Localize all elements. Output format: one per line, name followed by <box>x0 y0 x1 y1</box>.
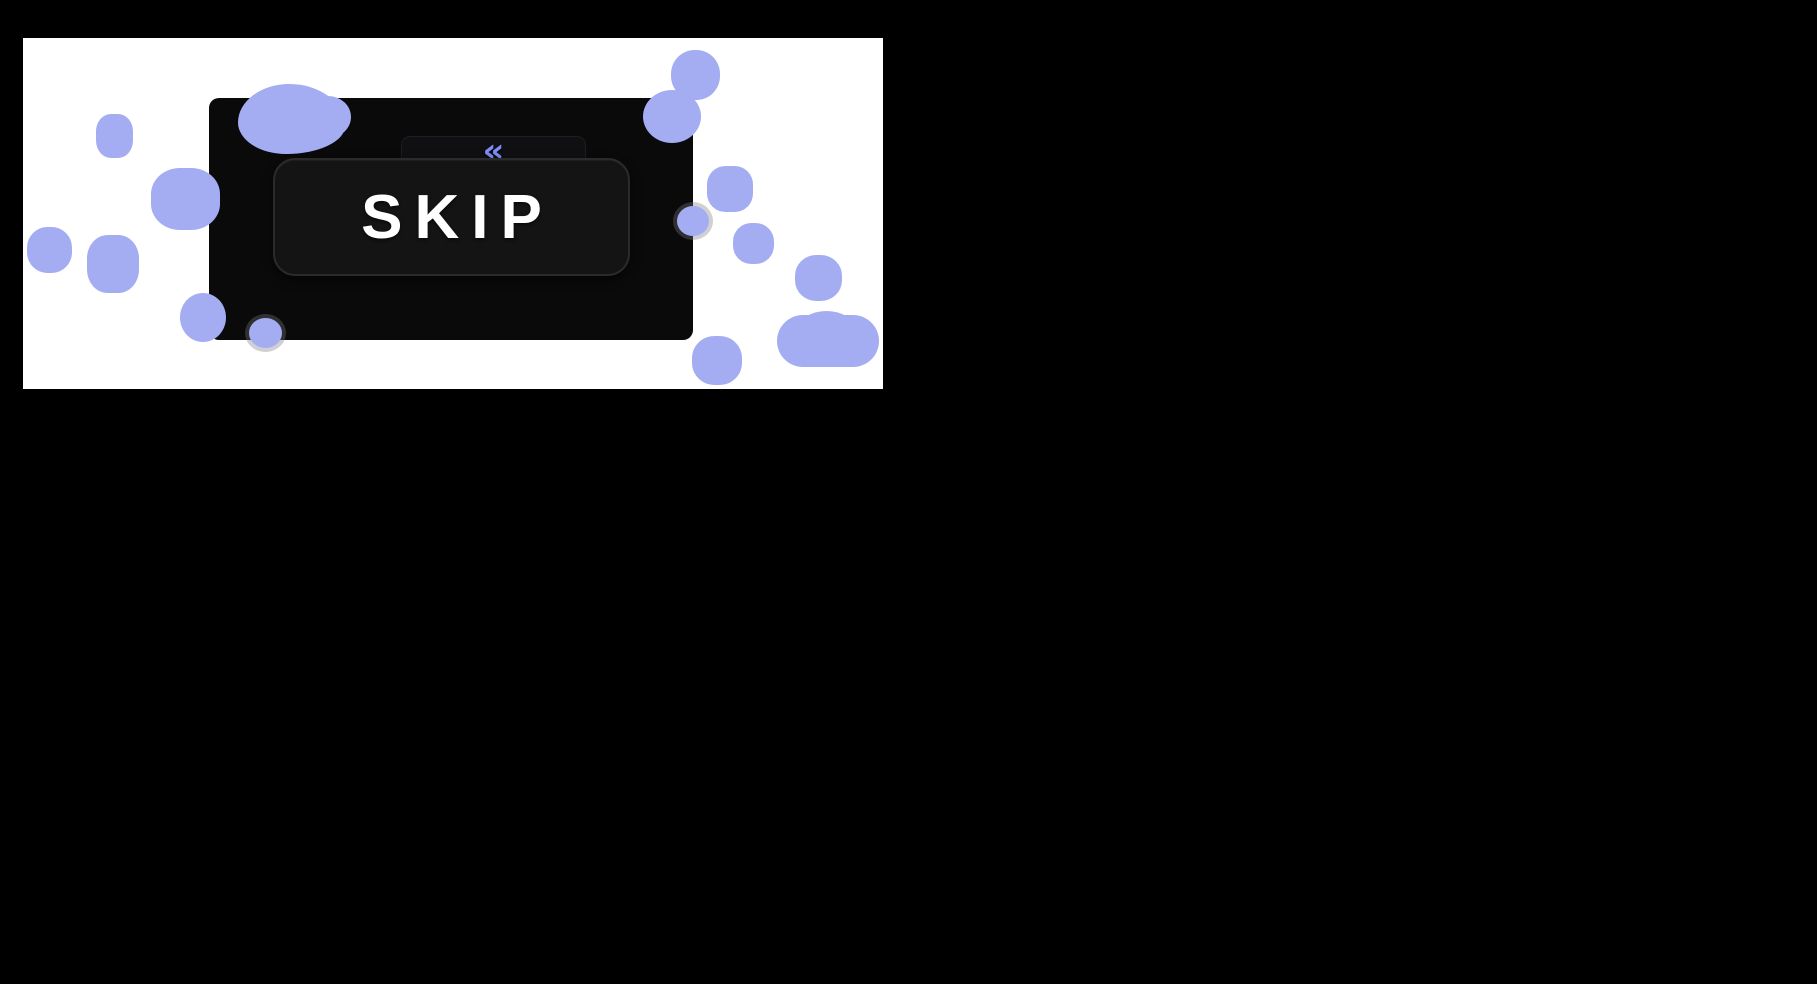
ink-splat <box>677 206 709 236</box>
ink-splat <box>777 315 879 367</box>
ink-splat <box>249 318 282 348</box>
ink-splat <box>643 90 701 143</box>
ink-splat <box>692 336 742 385</box>
skip-panel: « SKIP <box>209 98 693 340</box>
ink-splat <box>707 166 753 212</box>
game-canvas: « SKIP <box>23 38 883 389</box>
ink-splat <box>151 168 220 230</box>
ink-splat <box>180 293 226 342</box>
ink-splat <box>305 96 351 138</box>
ink-splat <box>96 114 133 158</box>
ink-splat <box>733 223 774 264</box>
skip-button[interactable]: SKIP <box>273 158 630 276</box>
skip-label: SKIP <box>361 182 554 252</box>
ink-splat <box>27 227 72 273</box>
ink-splat <box>87 235 139 293</box>
ink-splat <box>795 255 842 301</box>
